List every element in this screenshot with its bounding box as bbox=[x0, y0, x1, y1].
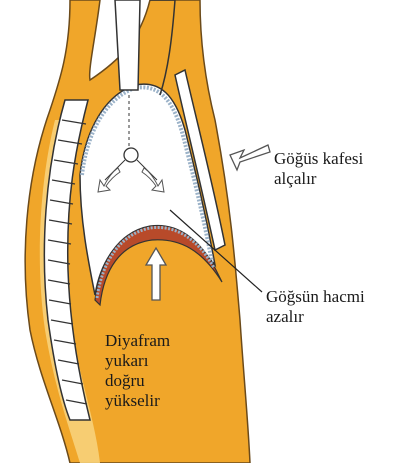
volume-label-line1: Göğsün hacmi bbox=[266, 287, 365, 307]
ribcage-label-line1: Göğüs kafesi bbox=[274, 149, 363, 169]
diaphragm-label-line1: Diyafram bbox=[105, 331, 170, 351]
diaphragm-label-line3: doğru bbox=[105, 371, 170, 391]
diaphragm-label-line4: yükselir bbox=[105, 391, 170, 411]
ribcage-arrow-icon bbox=[230, 145, 270, 170]
volume-label-line2: azalır bbox=[266, 307, 365, 327]
ribcage-label: Göğüs kafesi alçalır bbox=[274, 149, 363, 189]
volume-label: Göğsün hacmi azalır bbox=[266, 287, 365, 327]
diaphragm-label: Diyafram yukarı doğru yükselir bbox=[105, 331, 170, 411]
diaphragm-label-line2: yukarı bbox=[105, 351, 170, 371]
ribcage-label-line2: alçalır bbox=[274, 169, 363, 189]
